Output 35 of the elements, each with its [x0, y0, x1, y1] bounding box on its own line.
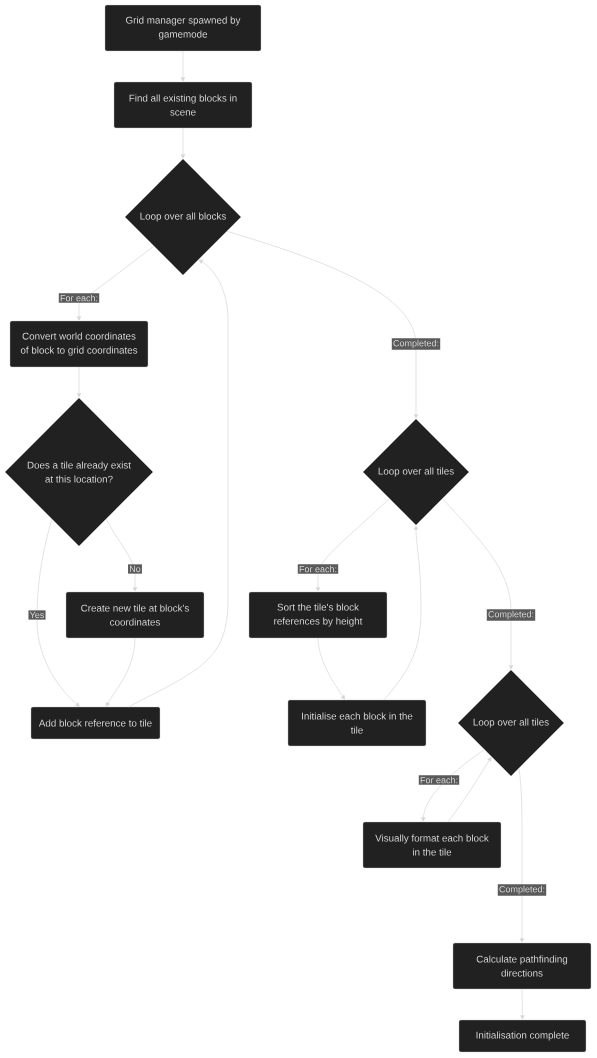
edge-label: For each: — [297, 564, 339, 574]
arrow — [76, 366, 82, 398]
process-box: Initialise each block in the tile — [287, 699, 427, 747]
process-box: Calculate pathfinding directions — [452, 942, 592, 990]
process-box: Create new tile at block's coordinates — [65, 591, 205, 639]
edge-label: Completed: — [486, 609, 536, 621]
arrow — [226, 230, 419, 419]
arrow — [447, 757, 492, 823]
edge-label: Completed: — [391, 338, 441, 350]
arrow — [128, 259, 229, 708]
arrow — [317, 637, 345, 700]
arrow — [105, 518, 138, 592]
edge-label: Yes — [28, 610, 46, 620]
process-box: Add block reference to tile — [30, 706, 161, 740]
arrow — [36, 518, 80, 707]
arrow — [383, 525, 422, 701]
process-box: Sort the tile's block references by height — [248, 591, 388, 639]
arrow — [180, 50, 186, 82]
arrow — [421, 749, 485, 822]
arrow — [315, 498, 390, 592]
process-box: Find all existing blocks in scene — [113, 81, 253, 129]
process-box: Grid manager spawned by gamemode — [104, 4, 262, 52]
arrow — [442, 498, 514, 670]
arrow — [76, 245, 155, 321]
arrow — [106, 637, 136, 707]
process-box: Visually format each block in the tile — [362, 821, 502, 869]
process-box: Initialisation complete — [458, 1019, 587, 1053]
arrow — [520, 988, 525, 1020]
edge-label: Completed: — [497, 884, 547, 896]
arrow — [518, 767, 525, 943]
edge-label: For each: — [58, 293, 100, 303]
process-box: Convert world coordinates of block to grid coordinates — [9, 320, 149, 368]
edge-label: No — [128, 564, 142, 574]
arrow — [180, 127, 186, 159]
edge-label: For each: — [418, 775, 460, 785]
